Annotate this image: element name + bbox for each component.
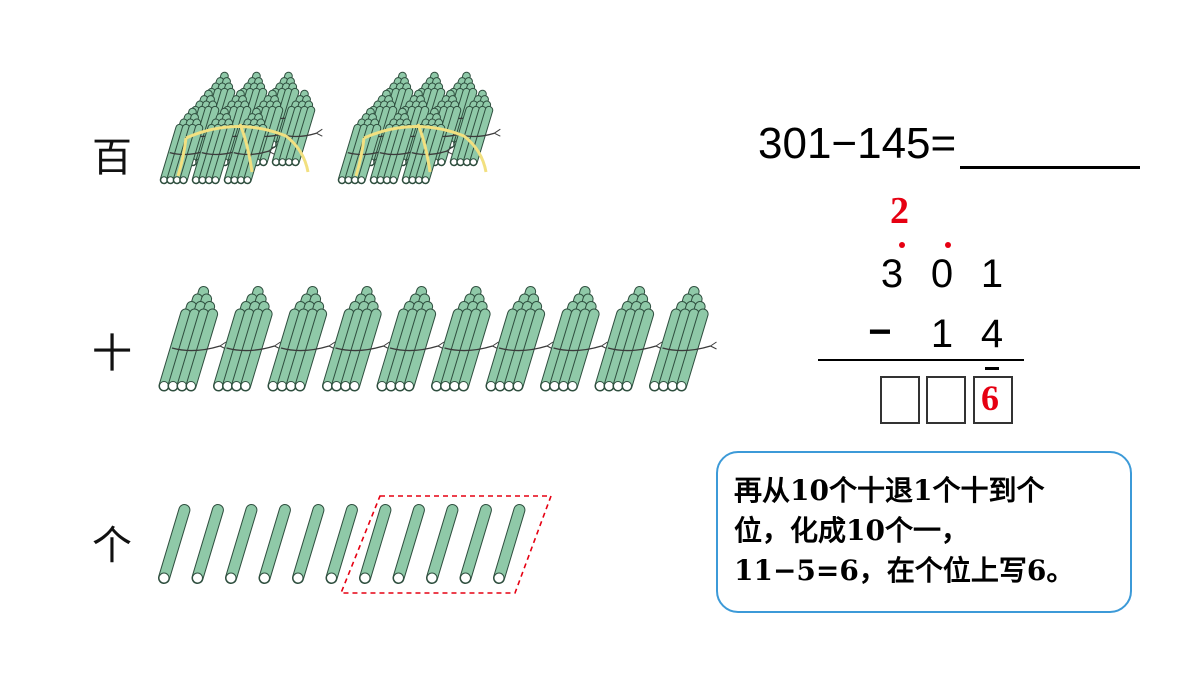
single-stick (359, 504, 392, 584)
hundred-bundles (159, 71, 501, 185)
single-stick (225, 504, 258, 584)
top-digit-tens: 0 (930, 252, 954, 296)
ten-bundle (449, 89, 501, 167)
ten-bundle (594, 286, 663, 392)
ten-bundle (540, 286, 608, 392)
ten-bundle (376, 286, 445, 392)
ten-bundle (213, 286, 281, 392)
highlight-dashed-frame (339, 495, 553, 594)
ten-bundle (267, 286, 336, 392)
hundred-bundle (159, 71, 323, 185)
hundred-bundle (337, 71, 501, 185)
ten-bundle (191, 107, 243, 185)
result-digit-ones: 6 (981, 378, 999, 418)
ten-bundles (158, 286, 717, 392)
borrow-dot-hundreds (899, 242, 905, 248)
tens-label: 十 (92, 331, 132, 377)
single-sticks (158, 504, 526, 584)
single-stick (292, 504, 325, 584)
answer-blank-line (960, 166, 1140, 169)
ten-bundle (649, 286, 717, 392)
ten-bundle (322, 286, 390, 392)
top-digit-hundreds: 3 (880, 252, 904, 296)
result-box-hundreds (880, 376, 920, 424)
hundreds-label: 百 (92, 135, 132, 181)
ten-bundle (485, 286, 554, 392)
bottom-digit-ones: 4 (980, 312, 1004, 356)
single-stick (459, 504, 492, 584)
callout-line-3: 11−5=6，在个位上写6。 (734, 554, 1075, 587)
result-box-tens (926, 376, 966, 424)
top-digit-ones: 1 (980, 252, 1004, 296)
borrow-digit: 2 (890, 190, 909, 232)
ones-label: 个 (92, 523, 132, 569)
ten-bundle (271, 89, 323, 167)
equation-text: 301−145= (758, 119, 957, 168)
single-stick (191, 504, 224, 584)
explanation-callout: 再从10个十退1个十到个 位，化成10个一， 11−5=6，在个位上写6。 (716, 451, 1132, 613)
single-stick (158, 504, 191, 584)
ten-bundle (158, 286, 227, 392)
ten-bundle (431, 286, 499, 392)
borrow-tick (985, 367, 999, 370)
single-stick (325, 504, 358, 584)
single-stick (493, 504, 526, 584)
single-stick (426, 504, 459, 584)
result-box-ones (973, 376, 1013, 424)
subtraction-rule (818, 359, 1024, 361)
callout-line-1: 再从10个十退1个十到个 (734, 474, 1045, 507)
single-stick (392, 504, 425, 584)
single-stick (258, 504, 291, 584)
minus-sign: − (868, 310, 892, 354)
bottom-digit-tens: 1 (930, 312, 954, 356)
borrow-dot-tens (945, 242, 951, 248)
callout-line-2: 位，化成10个一， (734, 514, 969, 547)
